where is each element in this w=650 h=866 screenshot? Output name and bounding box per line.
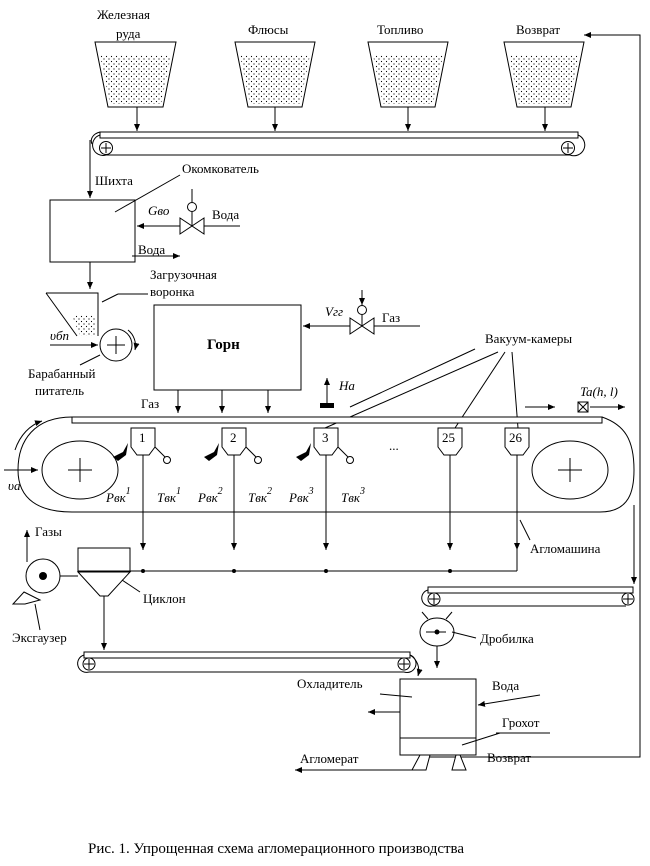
label-crusher: Дробилка bbox=[480, 631, 534, 646]
label-screen: Грохот bbox=[502, 715, 540, 730]
label-v-bp: υбп bbox=[50, 328, 69, 343]
label-cooler: Охладитель bbox=[297, 676, 363, 691]
label-drum-feeder-1: Барабанный bbox=[28, 366, 96, 381]
label-g-vo: Gво bbox=[148, 203, 170, 218]
label-gas-in: Газ bbox=[382, 310, 400, 325]
label-drum-feeder-2: питатель bbox=[35, 383, 84, 398]
svg-text:Tвк3: Tвк3 bbox=[341, 486, 365, 505]
chamber-number: 2 bbox=[230, 430, 237, 445]
hopper-label-return: Возврат bbox=[516, 22, 560, 37]
vacuum-chamber-2 bbox=[204, 427, 262, 550]
label-load-funnel-2: воронка bbox=[150, 284, 195, 299]
forge-label: Горн bbox=[207, 337, 240, 353]
chamber-1-labels: Pвк1 Tвк1 bbox=[105, 486, 181, 505]
hopper-fluxes bbox=[234, 41, 316, 131]
temperature-sensor-icon bbox=[577, 401, 589, 413]
pelletizer-box bbox=[49, 199, 136, 263]
cyclone-icon bbox=[76, 547, 132, 650]
label-agglomerate: Агломерат bbox=[300, 751, 359, 766]
chamber-number: 1 bbox=[139, 430, 146, 445]
label-t-a: Ta(h, l) bbox=[580, 384, 618, 399]
crusher-conveyor bbox=[421, 586, 635, 607]
svg-text:Pвк3: Pвк3 bbox=[288, 486, 314, 505]
forge-box bbox=[153, 304, 302, 391]
vacuum-chamber-26 bbox=[504, 427, 530, 550]
return-line bbox=[420, 32, 641, 758]
vacuum-chamber-25 bbox=[437, 427, 463, 550]
label-v-a: υa bbox=[8, 478, 21, 493]
label-water-in: Вода bbox=[212, 207, 239, 222]
label-water-cooler: Вода bbox=[492, 678, 519, 693]
vacuum-chamber-3 bbox=[296, 427, 354, 550]
label-water-out: Вода bbox=[138, 242, 165, 257]
hopper-iron-ore bbox=[94, 41, 177, 131]
label-gases: Газы bbox=[35, 524, 62, 539]
chambers-ellipsis: ... bbox=[389, 438, 399, 453]
exhauster-icon bbox=[11, 540, 78, 605]
top-conveyor bbox=[90, 131, 586, 157]
figure-caption: Рис. 1. Упрощенная схема агломерационног… bbox=[88, 841, 464, 857]
svg-text:Pвк2: Pвк2 bbox=[197, 486, 223, 505]
label-sinter-machine: Агломашина bbox=[530, 541, 601, 556]
label-v-gg: Vгг bbox=[325, 304, 343, 319]
svg-text:Pвк1: Pвк1 bbox=[105, 486, 131, 505]
gas-valve-icon[interactable] bbox=[349, 290, 375, 335]
hopper-label-iron-ore-1: Железная bbox=[97, 7, 150, 22]
chamber-number: 3 bbox=[322, 430, 329, 445]
sinter-machine bbox=[14, 416, 635, 513]
hopper-label-iron-ore-2: руда bbox=[116, 26, 141, 41]
height-sensor-icon bbox=[320, 378, 334, 408]
drum-feeder-icon bbox=[99, 328, 140, 362]
chamber-number: 26 bbox=[509, 430, 523, 445]
label-load-funnel-1: Загрузочная bbox=[150, 267, 217, 282]
chamber-3-labels: Pвк3 Tвк3 bbox=[288, 486, 365, 505]
chamber-number: 25 bbox=[442, 430, 455, 445]
hopper-return bbox=[503, 41, 585, 131]
cooler-box bbox=[399, 678, 477, 771]
label-gas-left: Газ bbox=[141, 396, 159, 411]
crusher-icon bbox=[419, 611, 455, 668]
label-h-a: Ha bbox=[338, 378, 355, 393]
svg-text:Tвк2: Tвк2 bbox=[248, 486, 272, 505]
label-vacuum-chambers: Вакуум-камеры bbox=[485, 331, 572, 346]
hopper-label-fuel: Топливо bbox=[377, 22, 423, 37]
hopper-fuel bbox=[367, 41, 449, 131]
loading-funnel bbox=[45, 292, 99, 337]
label-mix: Шихта bbox=[95, 173, 133, 188]
bottom-conveyor bbox=[77, 651, 423, 677]
label-exhauster: Эксгаузер bbox=[12, 630, 67, 645]
label-return-out: Возврат bbox=[487, 750, 531, 765]
svg-text:Tвк1: Tвк1 bbox=[157, 486, 181, 505]
label-pelletizer: Окомкователь bbox=[182, 161, 259, 176]
chamber-2-labels: Pвк2 Tвк2 bbox=[197, 486, 272, 505]
label-cyclone: Циклон bbox=[143, 591, 186, 606]
water-valve-icon[interactable] bbox=[179, 189, 205, 235]
hopper-label-fluxes: Флюсы bbox=[248, 22, 289, 37]
vacuum-chamber-1 bbox=[113, 427, 171, 550]
